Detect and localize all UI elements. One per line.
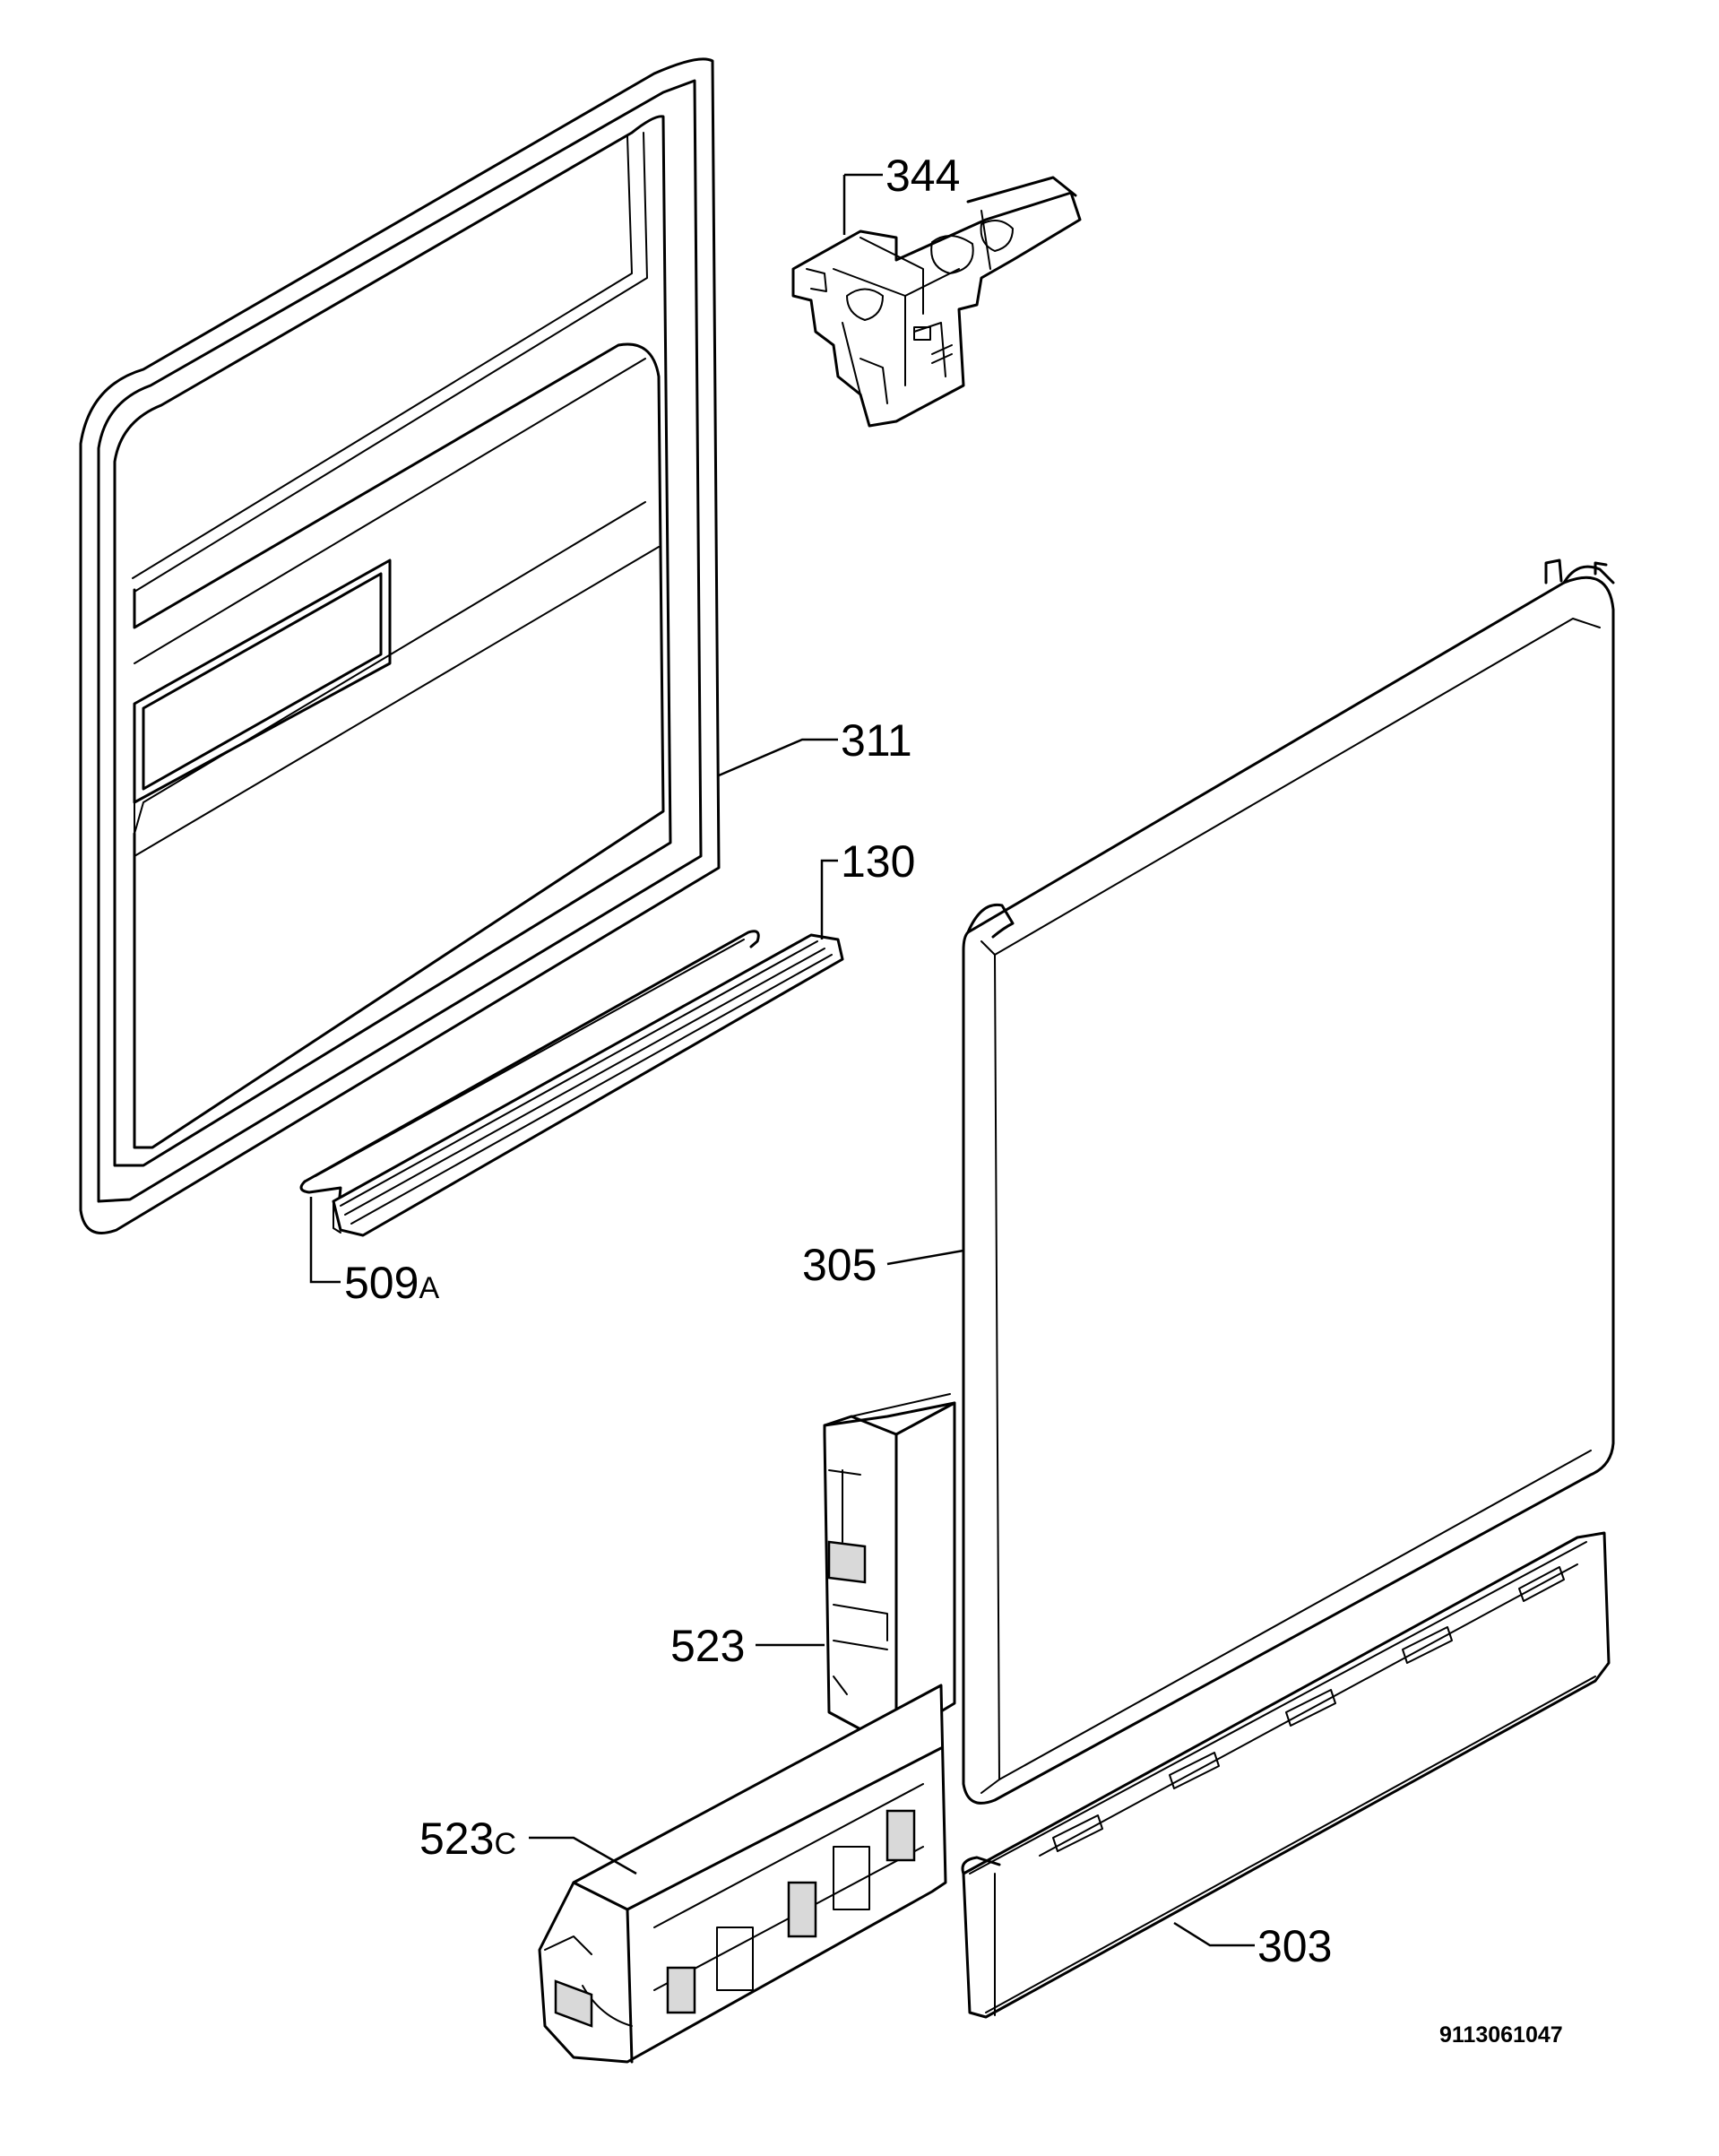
callout-523: 523 [670,1621,745,1671]
inner-door-drawing [79,57,721,1234]
callout-130: 130 [841,836,915,887]
document-number: 9113061047 [1439,2022,1563,2048]
control-panel-base-drawing [961,1531,1611,2019]
callout-305: 305 [802,1240,877,1290]
callout-344: 344 [885,151,960,201]
leader-lines [309,173,1255,1947]
callout-509a: 509A [344,1258,439,1308]
door-seal-drawing [332,933,844,1237]
outer-door-panel-drawing [962,558,1615,1805]
door-lock-drawing [791,176,1082,428]
callout-523c: 523C [419,1814,516,1864]
callout-labels: 344 311 130 509A 305 523 523C 303 911306… [344,151,1563,2048]
bottom-profile-drawing [538,1684,947,2064]
seal-wire-drawing [299,930,760,1208]
callout-303: 303 [1257,1921,1332,1971]
callout-311: 311 [841,715,912,766]
